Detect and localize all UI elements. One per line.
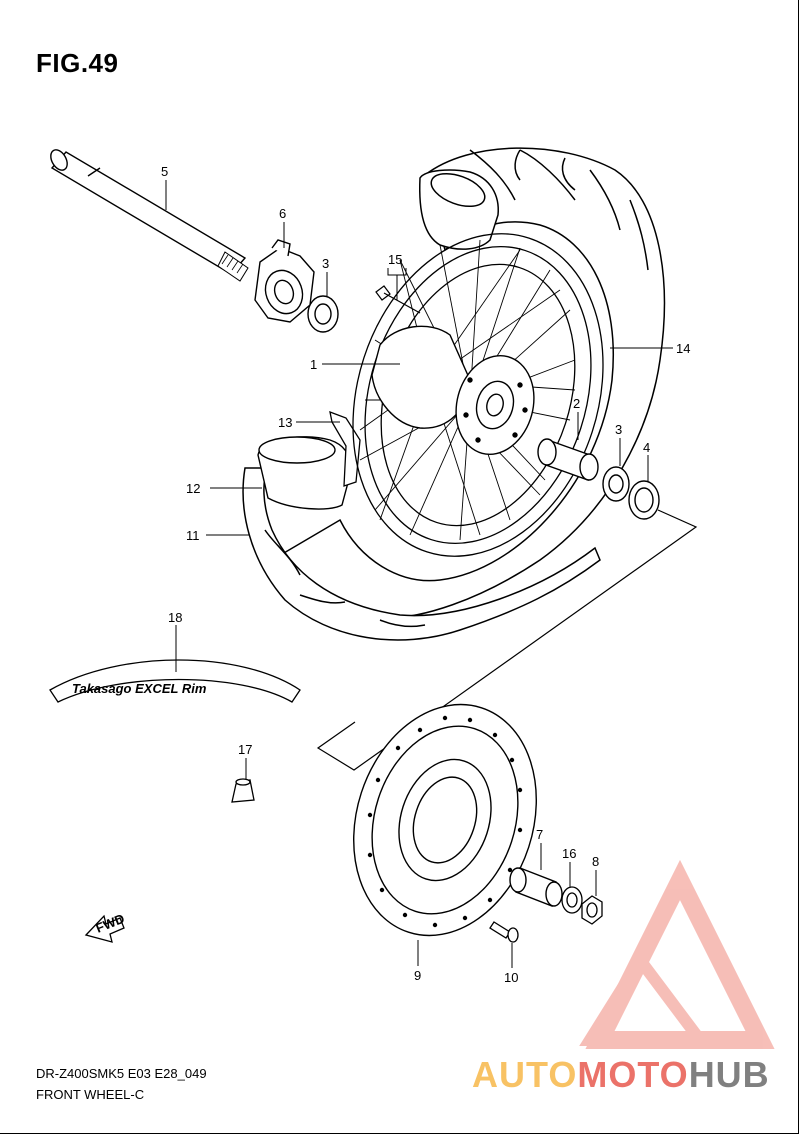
label-part-11: 11 (186, 528, 200, 543)
upper-tube-section (419, 169, 499, 250)
label-part-8: 8 (592, 854, 599, 869)
model-code: DR-Z400SMK5 E03 E28_049 (36, 1066, 207, 1081)
part-16-washer (561, 886, 583, 914)
label-part-2: 2 (573, 396, 580, 411)
part-10-disc-screw (489, 921, 519, 943)
watermark-part-hub: HUB (688, 1054, 770, 1095)
figure-title: FIG.49 (36, 48, 119, 78)
part-18-rim-decal: Takasago EXCEL Rim (49, 659, 301, 703)
label-part-7: 7 (536, 827, 543, 842)
part-3-bearing-left (307, 295, 339, 333)
figure-name: FRONT WHEEL-C (36, 1087, 145, 1102)
part-8-axle-nut (581, 895, 603, 925)
label-part-15: 15 (388, 252, 402, 267)
label-part-18: 18 (168, 610, 182, 625)
part-6-speedometer-gearbox (254, 239, 315, 323)
label-part-10: 10 (504, 970, 518, 985)
part-17-valve-cap (231, 778, 255, 803)
label-part-5: 5 (161, 164, 168, 179)
part-number-labels: 5 6 3 15 1 14 2 3 4 13 12 11 18 17 7 16 … (161, 164, 690, 985)
label-part-17: 17 (238, 742, 252, 757)
part-11-tire-front (242, 467, 601, 641)
label-part-4: 4 (643, 440, 650, 455)
explosion-guide-lines (316, 509, 698, 771)
watermark-part-moto: MOTO (577, 1054, 689, 1095)
fwd-arrow-icon: FWD (84, 911, 127, 943)
label-part-6: 6 (279, 206, 286, 221)
label-part-13: 13 (278, 415, 292, 430)
label-part-16: 16 (562, 846, 576, 861)
watermark-part-auto: AUTO (472, 1054, 578, 1095)
label-part-14: 14 (676, 341, 690, 356)
part-4-oil-seal (628, 480, 660, 520)
label-part-3-left: 3 (322, 256, 329, 271)
part-1-front-hub (371, 325, 535, 455)
part-12-tube (257, 436, 352, 510)
leader-lines (165, 180, 673, 968)
part-9-brake-disc (353, 703, 537, 937)
part-15-spoke-nipple (375, 285, 421, 314)
part-3-bearing-right (602, 466, 630, 502)
watermark-triangle-logo (579, 859, 775, 1049)
part-5-front-axle (50, 149, 249, 282)
label-part-3-right: 3 (615, 422, 622, 437)
label-part-9: 9 (414, 968, 421, 983)
part-2-spacer (537, 438, 599, 481)
label-part-1: 1 (310, 357, 317, 372)
part-7-spacer (509, 867, 563, 907)
watermark-logo-text: AUTOMOTOHUB (472, 1054, 770, 1096)
rim-decal-text: Takasago EXCEL Rim (72, 681, 207, 696)
label-part-12: 12 (186, 481, 200, 496)
